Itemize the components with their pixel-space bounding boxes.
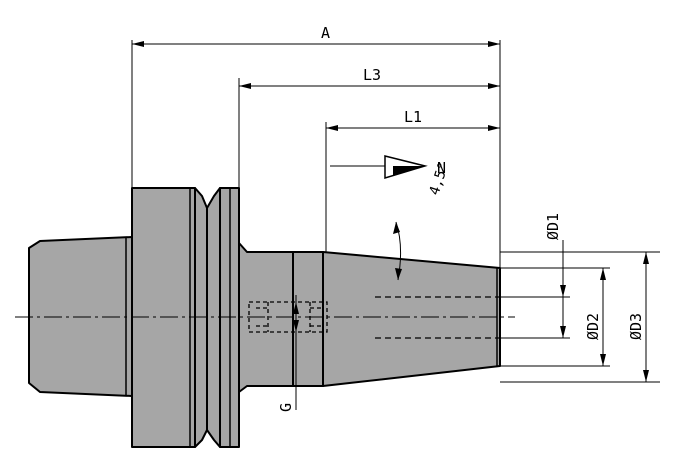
cylinder-section	[292, 251, 324, 387]
angle-label: 4,5°	[427, 160, 453, 197]
dim-label-A: A	[321, 24, 330, 42]
dim-label-L1: L1	[404, 108, 422, 126]
arrowheads	[132, 41, 649, 382]
dim-label-D1: ØD1	[544, 213, 562, 240]
thread-label-G: G	[277, 403, 295, 412]
dim-label-D3: ØD3	[627, 313, 645, 340]
dim-label-D2: ØD2	[584, 313, 602, 340]
bore-lines	[375, 296, 500, 339]
tapered-nose	[322, 251, 501, 387]
view-label-N: N	[437, 159, 446, 177]
view-arrow-fill-icon	[393, 166, 425, 176]
dim-label-L3: L3	[363, 66, 381, 84]
